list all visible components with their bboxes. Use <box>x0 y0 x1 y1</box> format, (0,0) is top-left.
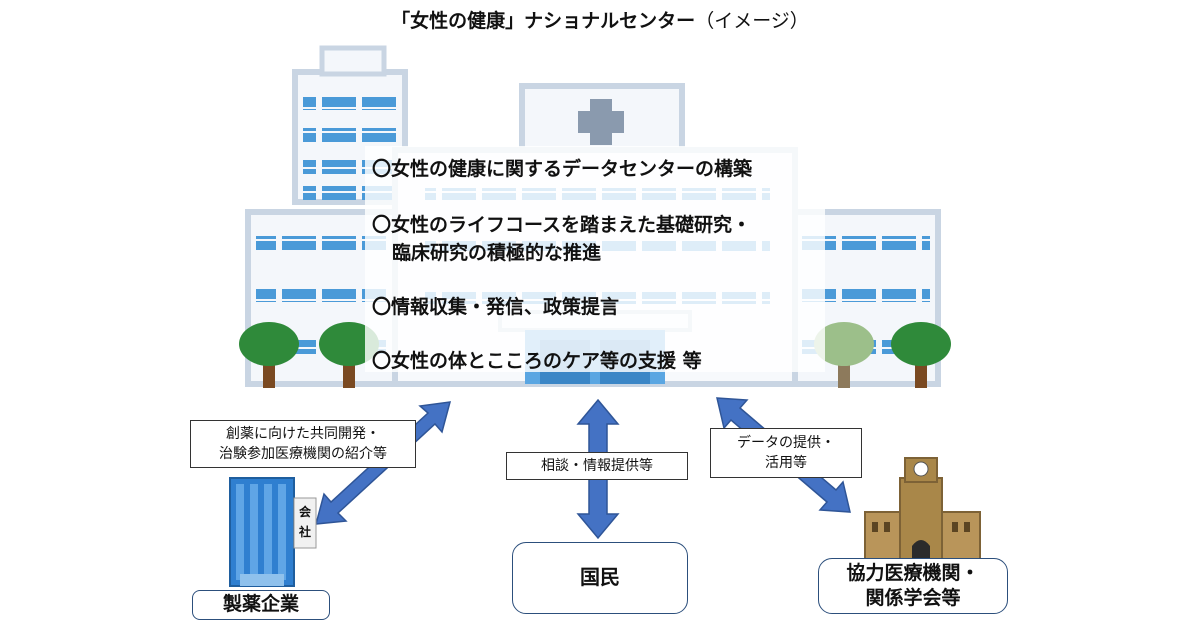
tree-icon <box>891 322 951 388</box>
pharma-link-label-line2: 治験参加医療機関の紹介等 <box>219 446 387 462</box>
company-sign: 会 社 <box>295 502 315 542</box>
tree-icon <box>239 322 299 388</box>
title-note: （イメージ） <box>695 10 809 32</box>
company-building-icon <box>229 477 317 587</box>
public-node: 国民 <box>512 542 688 614</box>
feature-3: 〇情報収集・発信、政策提言 <box>372 296 620 318</box>
partner-link-label-line2: 活用等 <box>765 455 807 471</box>
partners-node: 協力医療機関・ 関係学会等 <box>818 558 1008 614</box>
title-main: 「女性の健康」ナショナルセンター <box>391 10 696 32</box>
partner-link-label-line1: データの提供・ <box>737 435 835 451</box>
pharma-node: 製薬企業 <box>192 590 330 620</box>
pharma-link-label: 創薬に向けた共同開発・ 治験参加医療機関の紹介等 <box>190 420 416 468</box>
feature-1: 〇女性の健康に関するデータセンターの構築 <box>372 158 753 180</box>
public-link-label: 相談・情報提供等 <box>506 452 688 480</box>
tree-icon <box>814 322 874 388</box>
partners-node-line2: 関係学会等 <box>865 587 961 609</box>
partner-link-label: データの提供・ 活用等 <box>710 428 862 478</box>
company-sign-char2: 社 <box>298 525 311 539</box>
page-title: 「女性の健康」ナショナルセンター（イメージ） <box>0 6 1200 33</box>
feature-2-cont: 臨床研究の積極的な推進 <box>392 242 602 264</box>
partners-node-line1: 協力医療機関・ <box>846 562 980 584</box>
pharma-link-label-line1: 創薬に向けた共同開発・ <box>226 426 380 442</box>
tree-icon <box>319 322 379 388</box>
feature-2: 〇女性のライフコースを踏まえた基礎研究・ <box>372 214 752 236</box>
feature-4: 〇女性の体とこころのケア等の支援 等 <box>372 350 702 372</box>
company-sign-char1: 会 <box>298 505 311 519</box>
university-building-icon <box>864 457 981 569</box>
feature-text-backdrop <box>365 146 825 372</box>
